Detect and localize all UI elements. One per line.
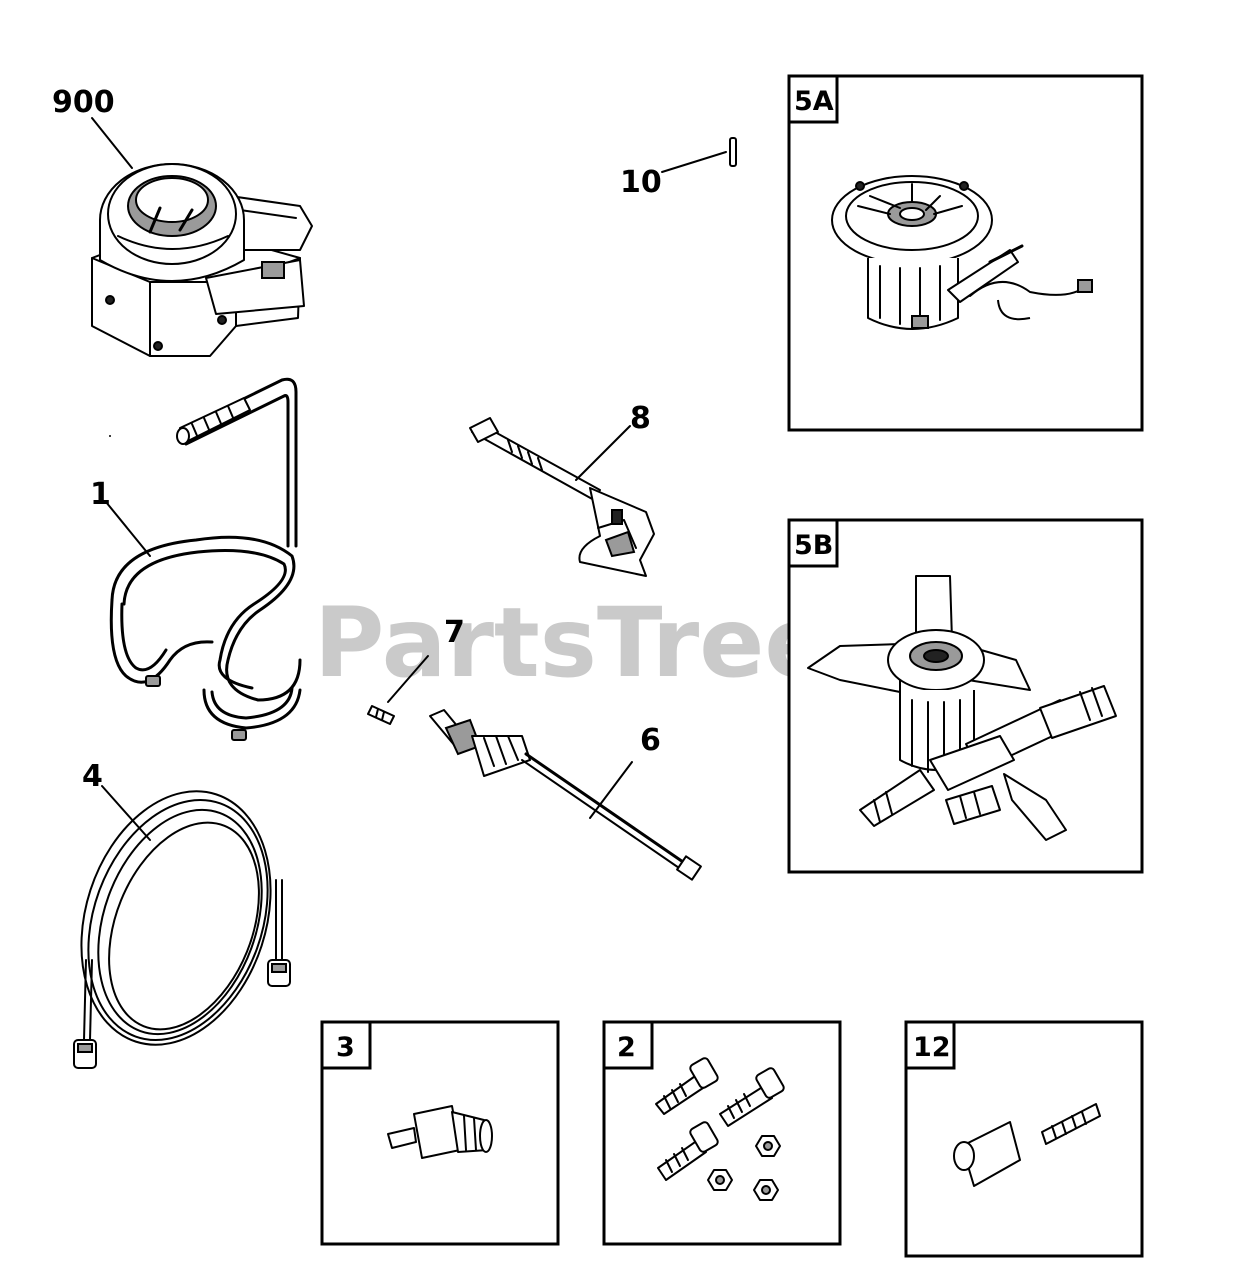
engine-callout: 900 [52,85,115,120]
hose-leader-line [101,785,151,841]
hose-part[interactable] [50,767,302,1070]
pin-part[interactable] [729,137,737,167]
box-2-label: 2 [617,1032,636,1063]
nozzle-tip-leader-line [387,655,429,703]
engine-part[interactable] [91,163,313,357]
spray-wand-part[interactable] [429,709,702,881]
hose-callout: 4 [82,759,103,794]
cart-handle-callout: 1 [90,477,111,512]
box-5a-label: 5A [794,86,834,117]
watermark-text: PartsTree [314,587,829,699]
spray-wand-leader-line [589,761,633,819]
cart-handle-part[interactable] [109,377,302,741]
box-3: 3 [320,1020,560,1246]
nozzle-tip-callout: 7 [444,615,465,650]
box-5a: 5A [787,74,1144,432]
fitting-3-part[interactable] [387,1105,493,1159]
spray-wand-callout: 6 [640,723,661,758]
pin-callout: 10 [620,165,662,200]
pin-leader-line [661,151,727,173]
nozzle-tip-part[interactable] [367,705,395,725]
pump-5b-part[interactable] [807,575,1117,841]
box-5b: 5B [787,518,1144,874]
spray-gun-callout: 8 [630,401,651,436]
cart-handle-leader-line [105,501,151,557]
box-12-label: 12 [913,1032,951,1063]
engine-leader-line [91,117,133,169]
spray-gun-leader-line [575,425,631,481]
box-12: 12 [904,1020,1144,1258]
box-5b-label: 5B [794,530,833,561]
spray-gun-part[interactable] [469,417,655,577]
box-3-label: 3 [336,1032,355,1063]
hardware-2-part[interactable] [655,1057,785,1201]
box-2: 2 [602,1020,842,1246]
pump-5a-part[interactable] [831,175,1093,330]
adapter-12-part[interactable] [953,1103,1101,1187]
